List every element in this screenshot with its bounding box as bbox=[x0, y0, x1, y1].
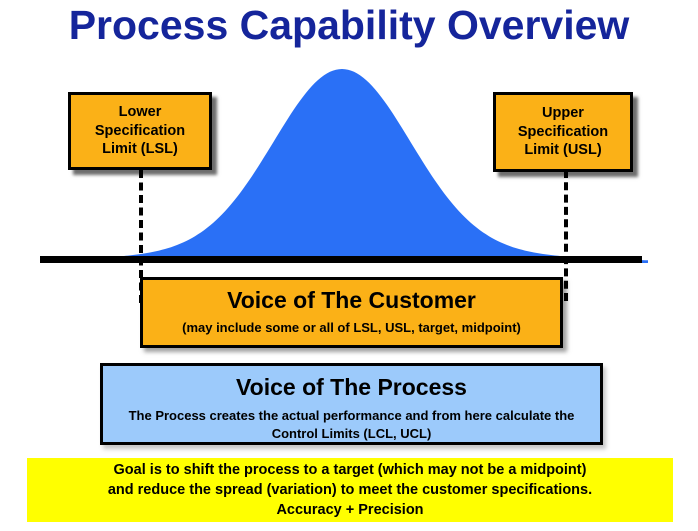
goal-note-banner: Goal is to shift the process to a target… bbox=[27, 458, 673, 522]
voice-of-customer-subtitle: (may include some or all of LSL, USL, ta… bbox=[182, 320, 521, 335]
usl-dashed-line bbox=[564, 170, 568, 301]
lsl-dashed-line bbox=[139, 170, 143, 303]
usl-callout-box: Upper Specification Limit (USL) bbox=[493, 92, 633, 172]
baseline-axis bbox=[40, 256, 642, 263]
voice-of-process-title: Voice of The Process bbox=[236, 374, 467, 400]
bell-curve-area bbox=[72, 69, 648, 263]
voice-of-process-box: Voice of The Process The Process creates… bbox=[100, 363, 603, 445]
voice-of-customer-box: Voice of The Customer (may include some … bbox=[140, 277, 563, 348]
lsl-callout-box: Lower Specification Limit (LSL) bbox=[68, 92, 212, 170]
voice-of-process-subtitle: The Process creates the actual performan… bbox=[128, 408, 575, 441]
page-title: Process Capability Overview bbox=[68, 2, 630, 48]
voice-of-customer-title: Voice of The Customer bbox=[227, 287, 476, 313]
